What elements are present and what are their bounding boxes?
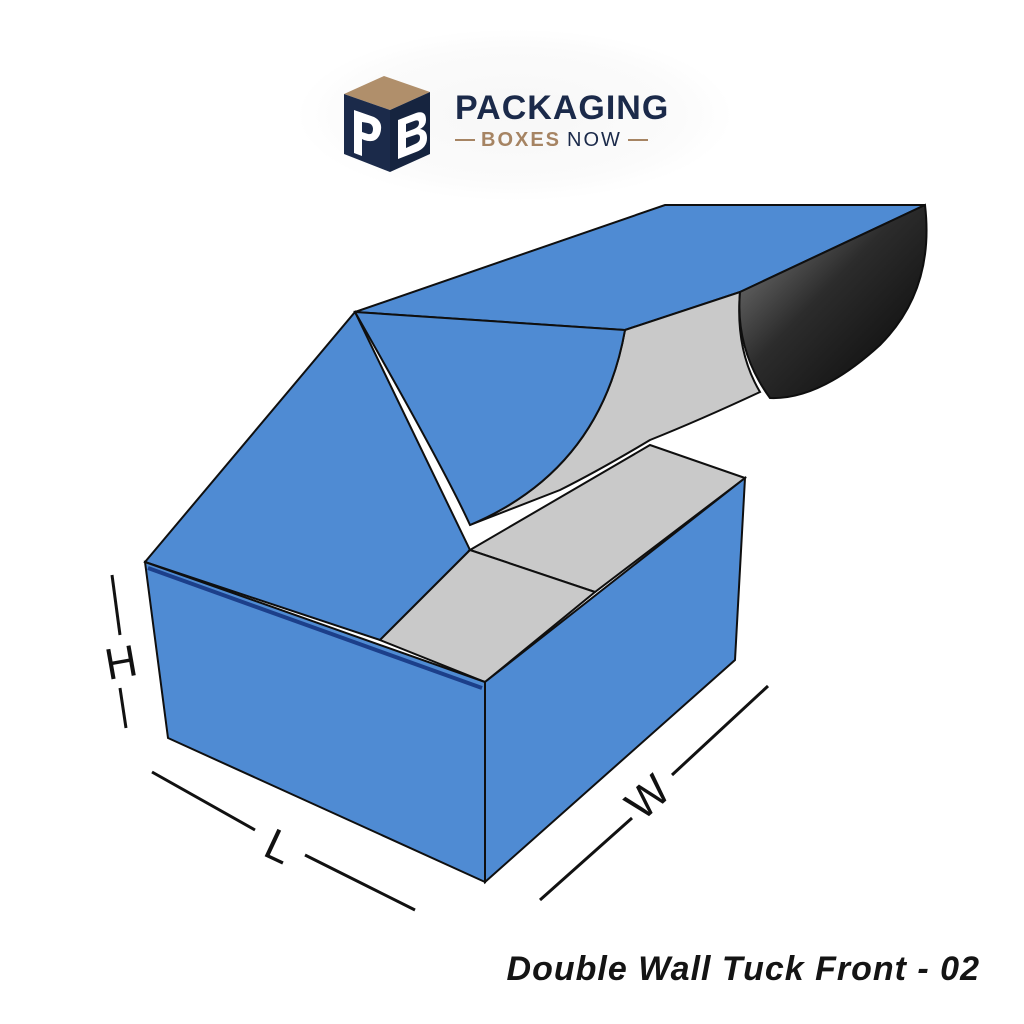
diagram-caption: Double Wall Tuck Front - 02 [506, 950, 980, 988]
height-dimension: H [101, 574, 141, 729]
brand-dash-left [455, 139, 475, 141]
pb-monogram-icon [344, 76, 430, 172]
brand-dash-right [627, 139, 648, 141]
brand-word-boxes: BOXES [481, 129, 562, 151]
brand-word-now: NOW [567, 129, 622, 151]
brand-name-line2: BOXES NOW [455, 128, 695, 152]
inner-floor [378, 548, 598, 684]
brand-name-line1: PACKAGING [455, 89, 670, 127]
double-wall-edge [147, 566, 483, 690]
lid-tuck-flap [738, 203, 928, 400]
lid-side-flap [353, 310, 627, 527]
brand-logo [344, 76, 430, 172]
height-label: H [101, 636, 141, 690]
brand-wordmark: PACKAGING BOXES NOW [455, 90, 695, 152]
width-label: W [616, 765, 680, 830]
box-right-wall [484, 475, 747, 885]
length-label: L [257, 819, 300, 874]
